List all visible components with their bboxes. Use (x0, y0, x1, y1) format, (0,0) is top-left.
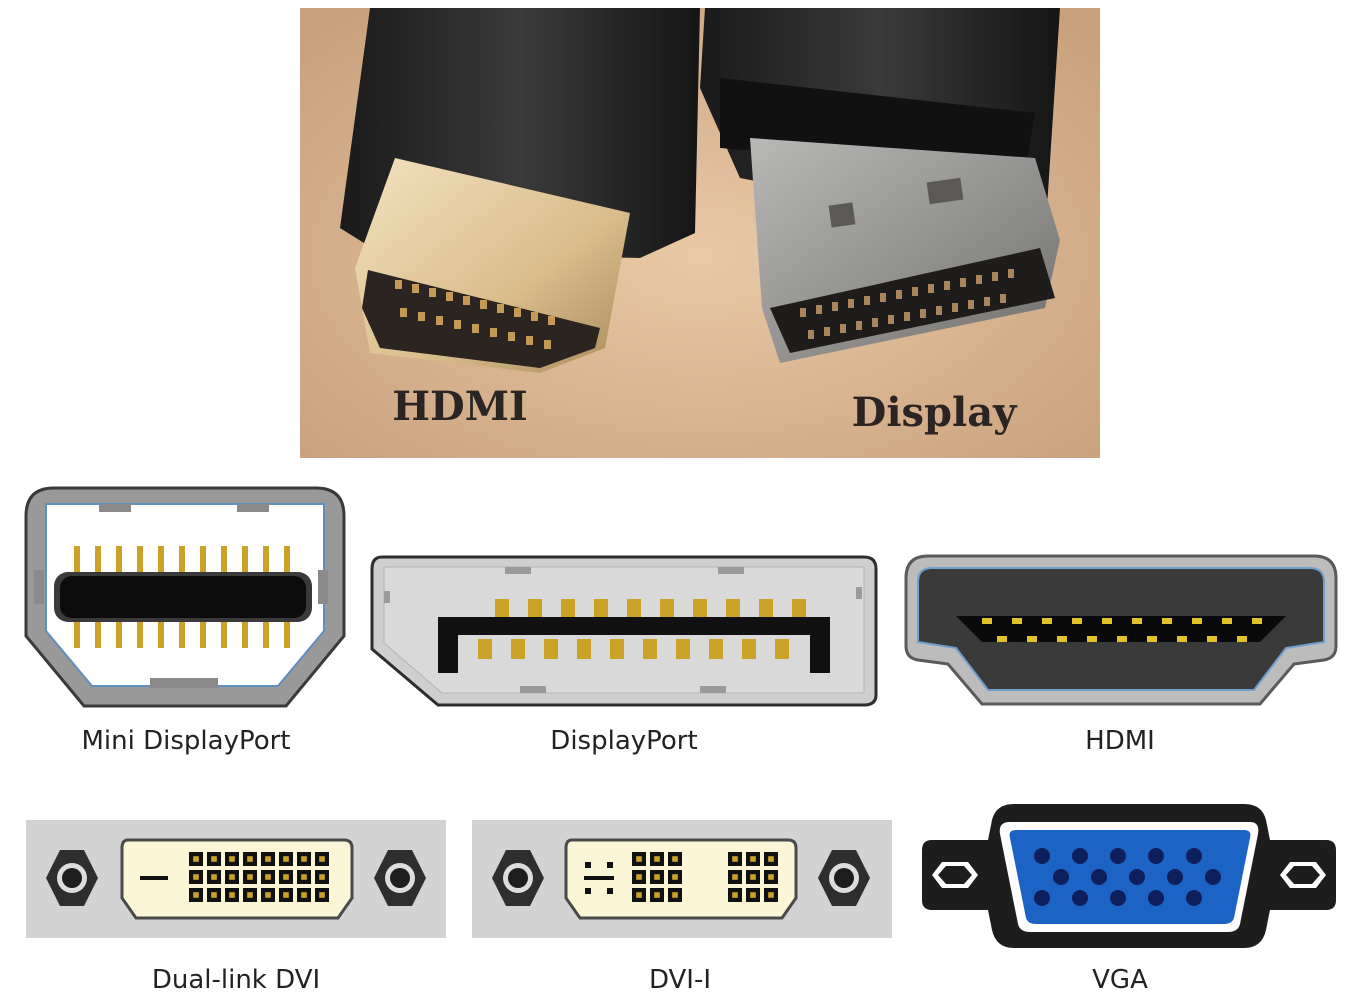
photo-hdmi-plug (340, 8, 700, 373)
caption-dvi-i: DVI-I (648, 965, 712, 995)
dvi-i-pin-grid (632, 852, 778, 902)
caption-displayport: DisplayPort (550, 726, 698, 756)
hdmi-diagram (904, 554, 1338, 706)
caption-vga: VGA (1092, 965, 1148, 995)
dual-link-dvi-diagram (26, 820, 446, 938)
vga-diagram (922, 804, 1336, 948)
dual-link-dvi-pin-grid (189, 852, 329, 902)
photo-label-display: Display (852, 389, 1018, 436)
dvi-i-diagram (472, 820, 892, 938)
mini-displayport-diagram (24, 486, 346, 708)
connector-photo: HDMI Display (300, 8, 1100, 458)
caption-mini-displayport: Mini DisplayPort (81, 726, 291, 756)
photo-displayport-plug (700, 8, 1060, 363)
caption-hdmi: HDMI (1085, 726, 1155, 756)
displayport-diagram (370, 555, 878, 707)
caption-dual-link-dvi: Dual-link DVI (151, 965, 321, 995)
photo-label-hdmi: HDMI (392, 383, 527, 430)
